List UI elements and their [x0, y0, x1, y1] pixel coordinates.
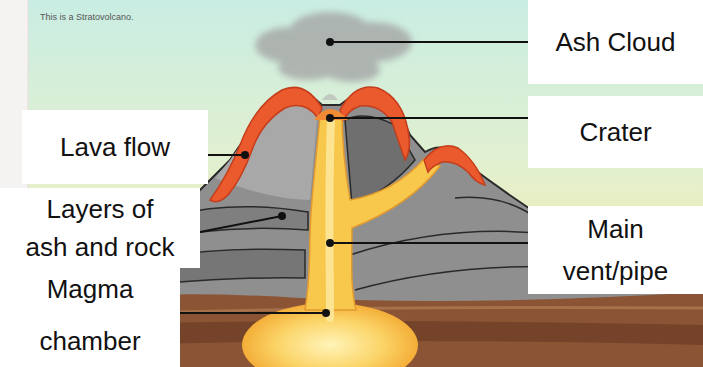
leader-dot	[241, 151, 249, 159]
part-name-box: Crater	[528, 96, 703, 168]
part-name-box: Layers of ash and rock	[0, 188, 200, 268]
part-name-box: Magma chamber	[0, 262, 180, 367]
ash-puff	[324, 58, 380, 82]
vent-glow	[329, 122, 331, 318]
leader-dot	[322, 309, 330, 317]
part-name-box: Lava flow	[22, 110, 208, 184]
leader-line	[180, 312, 326, 314]
leader-dot	[326, 114, 334, 122]
part-name: Ash Cloud	[556, 27, 676, 57]
leader-dot	[278, 212, 286, 220]
leader-dot	[326, 239, 334, 247]
layer-line	[455, 197, 532, 215]
part-name-box: Main vent/pipe	[528, 206, 703, 294]
leader-line	[208, 154, 245, 156]
ash-plume	[322, 94, 338, 100]
leader-line	[330, 41, 528, 43]
lava-flow	[424, 146, 485, 185]
part-name: Lava flow	[60, 132, 170, 162]
leader-line	[200, 216, 282, 232]
main-vent	[305, 115, 440, 310]
note-text: This is a Stratovolcano.	[40, 12, 134, 23]
part-name: Crater	[579, 117, 651, 147]
part-name: Main vent/pipe	[539, 208, 692, 292]
part-name-box: Ash Cloud	[528, 0, 703, 84]
ash-cloud	[255, 12, 412, 82]
leader-dot	[326, 38, 334, 46]
lava-flow	[210, 87, 322, 201]
lava-flow	[340, 87, 409, 160]
note-text-box: This is a Stratovolcano.	[40, 8, 180, 26]
part-name: Layers of ash and rock	[24, 190, 177, 266]
part-name: Magma chamber	[14, 263, 167, 367]
leader-line	[330, 242, 528, 244]
leader-line	[330, 117, 528, 119]
